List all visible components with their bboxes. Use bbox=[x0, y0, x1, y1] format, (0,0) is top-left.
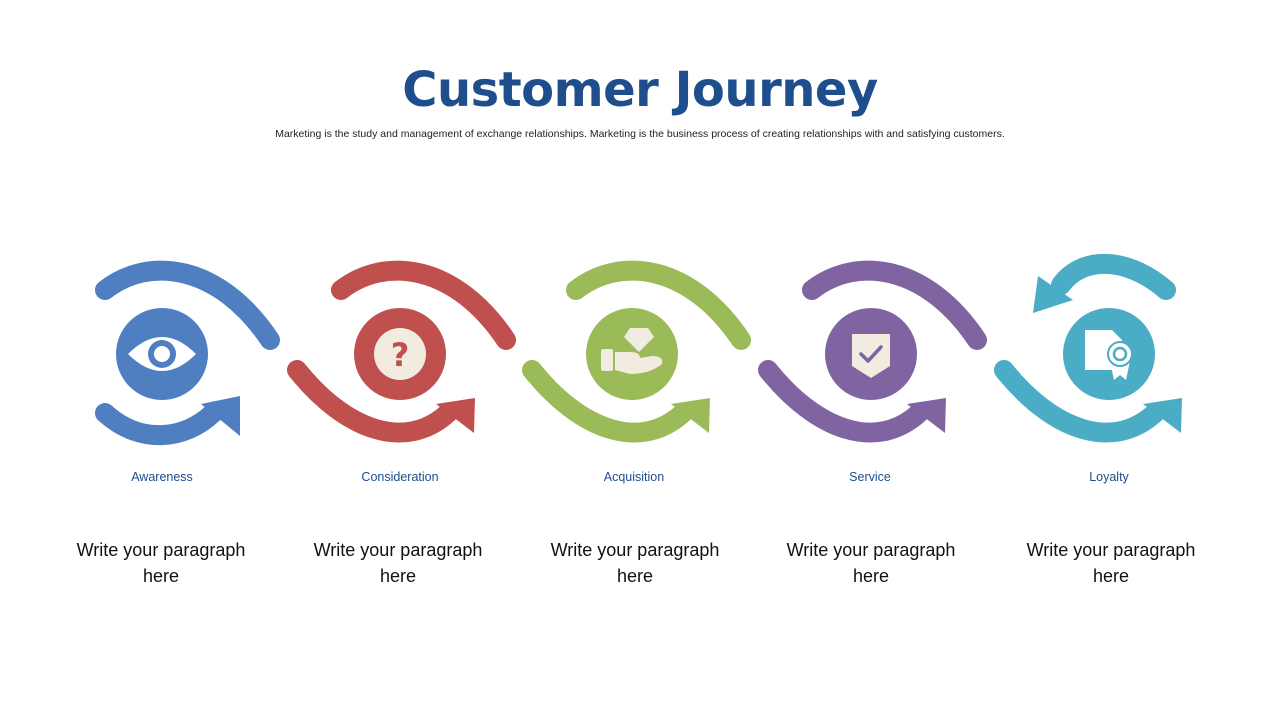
consideration-arcs bbox=[287, 260, 516, 443]
question-icon: ? bbox=[374, 328, 426, 380]
stage-label-consideration: Consideration bbox=[361, 470, 439, 484]
stage-label-loyalty: Loyalty bbox=[1089, 470, 1129, 484]
stage-label-acquisition: Acquisition bbox=[603, 470, 665, 484]
eye-icon bbox=[128, 337, 196, 371]
stage-label-awareness: Awareness bbox=[131, 470, 193, 484]
loyalty-arcs bbox=[994, 253, 1176, 443]
loyalty-arrowhead-bottom bbox=[1143, 398, 1182, 433]
service-arcs bbox=[758, 260, 987, 443]
stage-consideration: ? bbox=[287, 260, 516, 443]
stage-paragraph-service: Write your paragraph here bbox=[786, 540, 956, 586]
awareness-arrowhead bbox=[201, 396, 240, 436]
stage-label-service: Service bbox=[849, 470, 891, 484]
stage-paragraph-acquisition: Write your paragraph here bbox=[550, 540, 720, 586]
consideration-arrowhead bbox=[436, 398, 475, 433]
page-subtitle: Marketing is the study and management of… bbox=[275, 128, 1005, 140]
stage-acquisition bbox=[522, 260, 751, 443]
loyalty-arrowhead-top bbox=[1033, 276, 1073, 313]
stage-awareness bbox=[95, 260, 280, 446]
page-title: Customer Journey bbox=[402, 62, 878, 118]
stage-paragraph-consideration: Write your paragraph here bbox=[313, 540, 483, 586]
stage-paragraph-awareness: Write your paragraph here bbox=[76, 540, 246, 586]
stage-loyalty bbox=[994, 253, 1182, 443]
journey-diagram: ? bbox=[95, 253, 1182, 446]
stage-paragraph-loyalty: Write your paragraph here bbox=[1026, 540, 1196, 586]
stage-service bbox=[758, 260, 987, 443]
svg-text:?: ? bbox=[391, 336, 410, 374]
certificate-icon bbox=[1085, 330, 1133, 380]
shield-check-icon bbox=[852, 334, 890, 378]
acquisition-arcs bbox=[522, 260, 751, 443]
acquisition-arrowhead bbox=[671, 398, 710, 433]
diamond-hand-icon bbox=[601, 328, 663, 374]
awareness-arcs bbox=[95, 260, 280, 446]
service-arrowhead bbox=[907, 398, 946, 433]
